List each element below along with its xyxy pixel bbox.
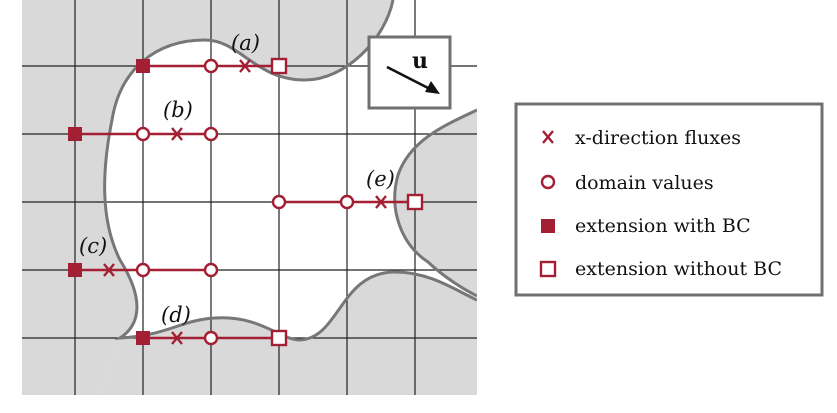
label-d: (d) (161, 303, 191, 327)
cross-icon (171, 127, 183, 141)
arrow-head-icon (425, 81, 440, 94)
open-square-icon (270, 329, 288, 347)
cross-icon (375, 195, 387, 209)
legend-label-fluxes: x-direction fluxes (575, 127, 741, 149)
open-circle-icon (135, 262, 151, 278)
legend-frame (514, 102, 824, 297)
legend-label-ext-nobc: extension without BC (575, 258, 782, 280)
case-labels: (a) (b) (c) (d) (e) (79, 31, 395, 327)
velocity-arrow-shaft (386, 65, 431, 91)
bottom-exterior-shape (100, 272, 477, 395)
label-e: (e) (366, 167, 395, 191)
cross-icon (171, 331, 183, 345)
open-circle-icon (203, 126, 219, 142)
open-square-icon (270, 57, 288, 75)
label-a: (a) (231, 31, 260, 55)
velocity-box-frame (367, 35, 452, 110)
cross-icon (542, 130, 554, 144)
boundary-curve-main (103, 0, 477, 342)
domain-boundary (103, 0, 477, 342)
filled-square-icon (136, 331, 150, 345)
filled-square-icon (68, 127, 82, 141)
legend-label-domain: domain values (575, 172, 714, 194)
filled-square-icon (68, 263, 82, 277)
open-circle-icon (203, 58, 219, 74)
boundary-curve-right (393, 108, 477, 298)
open-circle-icon (271, 194, 287, 210)
filled-square-icon (136, 59, 150, 73)
open-circle-icon (135, 126, 151, 142)
label-c: (c) (79, 234, 107, 258)
legend-label-ext-bc: extension with BC (575, 215, 751, 237)
open-square-icon (539, 260, 557, 278)
left-exterior-shape (22, 0, 393, 395)
cross-icon (103, 263, 115, 277)
legend: x-direction fluxes domain values extensi… (514, 102, 824, 297)
open-circle-icon (203, 330, 219, 346)
open-circle-icon (540, 174, 556, 190)
velocity-box: u (367, 35, 452, 110)
cross-icon (239, 59, 251, 73)
open-circle-icon (339, 194, 355, 210)
open-circle-icon (203, 262, 219, 278)
open-square-icon (406, 193, 424, 211)
label-b: (b) (163, 98, 193, 122)
stencils (68, 57, 424, 347)
filled-square-icon (541, 219, 555, 233)
exterior-region (22, 0, 477, 395)
velocity-symbol: u (412, 48, 428, 74)
